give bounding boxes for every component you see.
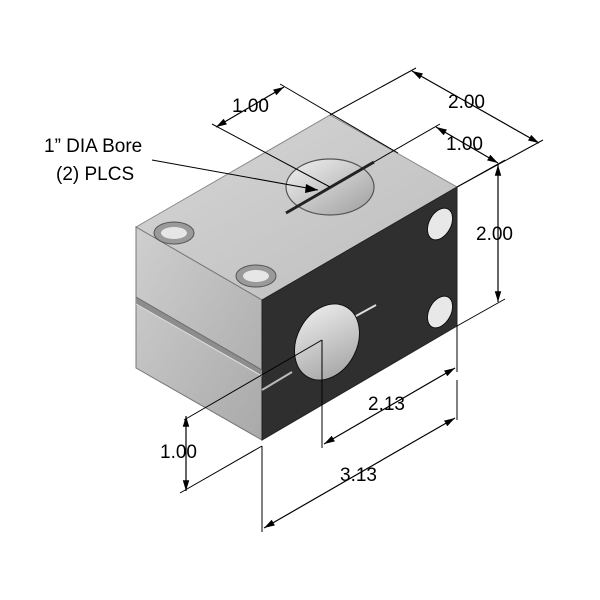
dim-top-offset-label: 1.00 <box>232 96 269 117</box>
side-hole-bottom <box>426 295 454 329</box>
clamp-block <box>135 114 459 441</box>
slot-groove <box>136 297 262 376</box>
dim-front-offset-label: 2.13 <box>368 394 405 415</box>
dim-top-right-offset: 1.00 <box>373 123 499 164</box>
side-hole-top <box>426 207 454 241</box>
dim-length: 3.13 <box>261 380 458 532</box>
dim-height-label: 2.00 <box>476 224 513 245</box>
top-slit <box>285 160 375 215</box>
callout-line1: 1” DIA Bore <box>44 136 142 157</box>
dim-top-right-offset-label: 1.00 <box>446 134 483 155</box>
dim-depth: 2.00 <box>329 67 544 188</box>
bore-callout: 1” DIA Bore (2) PLCS <box>44 136 319 193</box>
callout-line2: (2) PLCS <box>56 164 134 185</box>
dim-depth-label: 2.00 <box>448 92 485 113</box>
dim-front-left-offset-label: 1.00 <box>160 442 197 463</box>
dim-height: 2.00 <box>456 159 513 327</box>
dim-front-left-offset: 1.00 <box>160 339 323 494</box>
dim-length-label: 3.13 <box>340 465 377 486</box>
side-bore <box>294 303 360 381</box>
dim-top-offset: 1.00 <box>211 83 399 188</box>
